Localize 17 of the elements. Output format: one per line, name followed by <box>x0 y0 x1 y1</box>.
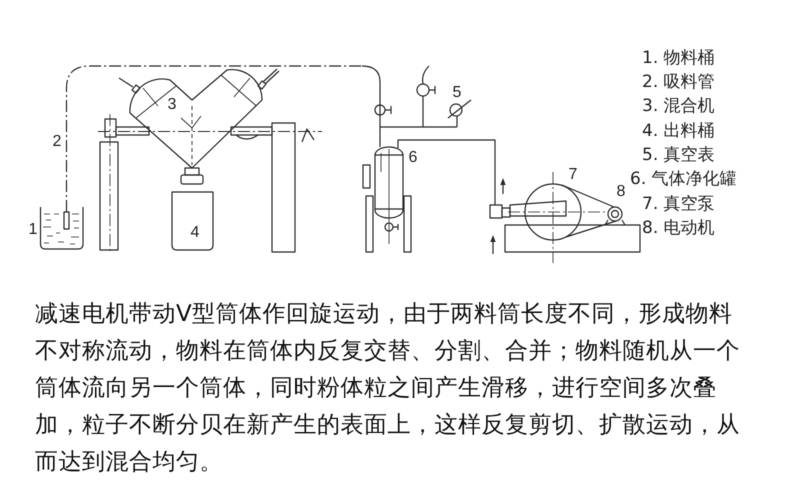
callout-number: 1 <box>28 222 38 238</box>
callout-number: 4 <box>190 225 200 241</box>
callout-number: 5 <box>452 85 462 101</box>
callout-number: 2 <box>52 134 62 150</box>
part-list-item: 6. 气体净化罐 <box>630 170 737 188</box>
part-list-item: 2. 吸料管 <box>642 74 715 90</box>
part-list-item: 4. 出料桶 <box>642 122 715 140</box>
part-list-item: 1. 物料桶 <box>642 50 715 66</box>
callout-number: 7 <box>568 167 578 183</box>
caption: 减速电机带动V型筒体作回旋运动，由于两料筒长度不同，形成物料不对称流动，物料在筒体内反复交替、分割、合并；物料随机从一个筒体流向另一个筒体，同时粉体粒之间产生滑移，进行空间多次叠加，粒子不断分贝在新产生的表面上，这样反复剪切、扩散运动，从而达到混合均匀。 <box>35 300 741 477</box>
part-list-item: 5. 真空表 <box>642 146 715 164</box>
callout-number: 6 <box>408 150 418 166</box>
part-list-item: 8. 电动机 <box>642 220 715 236</box>
part-list-item: 7. 真空泵 <box>642 196 715 212</box>
callout-number: 3 <box>168 97 176 113</box>
callout-number: 8 <box>616 184 626 200</box>
part-list-item: 3. 混合机 <box>642 98 715 114</box>
